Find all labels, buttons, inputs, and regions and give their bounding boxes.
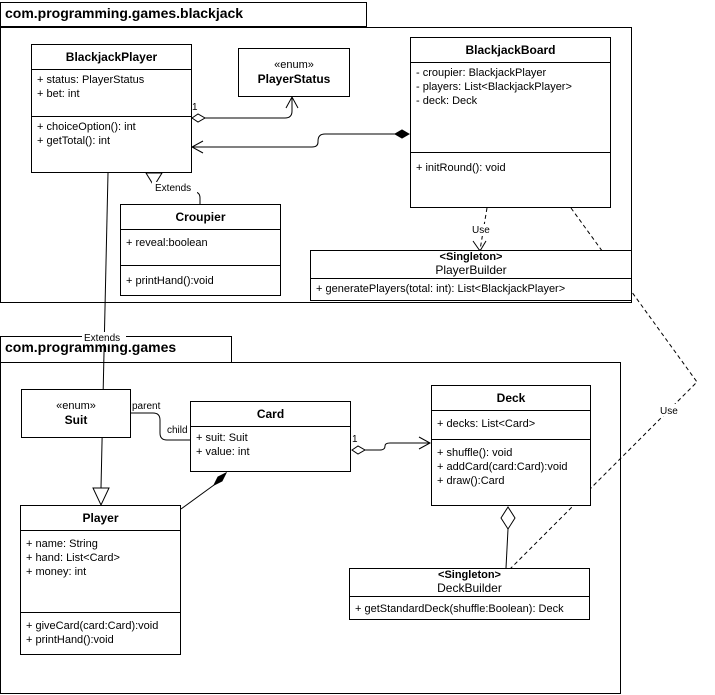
extends-croupier-label: Extends <box>155 183 191 194</box>
methods-section: + giveCard(card:Card):void + printHand()… <box>21 613 180 650</box>
methods-section: + initRound(): void <box>411 153 610 178</box>
class-title: Card <box>191 402 350 427</box>
attribute-row: + bet: int <box>37 88 80 100</box>
aggregation-player-status <box>205 98 293 119</box>
multiplicity-status: 1 <box>192 102 198 113</box>
method-row: + getStandardDeck(shuffle:Boolean): Deck <box>355 603 564 615</box>
method-row: + printHand():void <box>26 634 114 646</box>
methods-section: + getStandardDeck(shuffle:Boolean): Deck <box>350 597 589 619</box>
class-blackjack-player[interactable]: BlackjackPlayer + status: PlayerStatus +… <box>31 44 192 173</box>
aggregation-diamond-status <box>191 113 207 123</box>
class-player-builder[interactable]: <Singleton> PlayerBuilder + generatePlay… <box>310 250 632 301</box>
attributes-section: + reveal:boolean <box>121 230 280 266</box>
extends-player-label: Extends <box>84 333 120 344</box>
class-title: <Singleton> DeckBuilder <box>350 569 589 597</box>
class-name: PlayerBuilder <box>435 263 507 277</box>
package-name-blackjack: com.programming.games.blackjack <box>5 5 244 21</box>
composition-player-card <box>180 484 215 510</box>
enum-stereotype: «enum» <box>56 400 96 412</box>
attributes-section: + name: String + hand: List<Card> + mone… <box>21 531 180 613</box>
class-deck-builder[interactable]: <Singleton> DeckBuilder + getStandardDec… <box>349 568 590 620</box>
methods-section: + shuffle(): void + addCard(card:Card):v… <box>432 440 590 491</box>
method-row: + choiceOption(): int <box>37 121 136 133</box>
parent-label: parent <box>132 401 161 412</box>
class-croupier[interactable]: Croupier + reveal:boolean + printHand():… <box>120 204 281 296</box>
aggregation-card-deck <box>365 442 430 451</box>
generalization-player-line <box>100 172 109 489</box>
method-row: + draw():Card <box>437 475 505 487</box>
method-row: + generatePlayers(total: int): List<Blac… <box>316 283 566 295</box>
package-games <box>0 362 621 694</box>
class-name: DeckBuilder <box>437 581 502 595</box>
class-title: <Singleton> PlayerBuilder <box>311 251 631 279</box>
method-row: + addCard(card:Card):void <box>437 461 568 473</box>
enum-suit[interactable]: «enum» Suit <box>21 389 131 438</box>
class-blackjack-board[interactable]: BlackjackBoard - croupier: BlackjackPlay… <box>410 37 611 208</box>
attribute-row: - players: List<BlackjackPlayer> <box>416 81 572 93</box>
package-tab-blackjack: com.programming.games.blackjack <box>0 2 367 27</box>
class-title: BlackjackPlayer <box>32 45 191 70</box>
class-card[interactable]: Card + suit: Suit + value: int <box>190 401 351 472</box>
attributes-section: - croupier: BlackjackPlayer - players: L… <box>411 63 610 153</box>
composition-diamond-board[interactable] <box>393 129 411 139</box>
attribute-row: + status: PlayerStatus <box>37 74 145 86</box>
attribute-row: + suit: Suit <box>196 432 248 444</box>
class-deck[interactable]: Deck + decks: List<Card> + shuffle(): vo… <box>431 385 591 506</box>
class-title: Croupier <box>121 205 280 230</box>
aggregation-diamond-card <box>351 445 367 455</box>
method-row: + giveCard(card:Card):void <box>26 620 159 632</box>
arrowhead-card-deck <box>418 436 432 450</box>
multiplicity-deck: 1 <box>352 434 358 445</box>
extends-croupier-label-bg <box>152 182 197 194</box>
arrowhead-player-status <box>285 95 299 109</box>
enum-player-status[interactable]: «enum» PlayerStatus <box>238 48 350 97</box>
attribute-row: + name: String <box>26 538 98 550</box>
aggregation-deckbuilder-deck <box>505 528 509 569</box>
attributes-section: + suit: Suit + value: int <box>191 427 350 462</box>
enum-name: PlayerStatus <box>257 72 331 86</box>
enum-name: Suit <box>64 413 88 427</box>
method-row: + initRound(): void <box>416 162 506 174</box>
composition-diamond-card <box>212 471 228 487</box>
generalization-triangle-player <box>92 487 110 507</box>
class-title: BlackjackBoard <box>411 38 610 63</box>
enum-stereotype: «enum» <box>274 59 314 71</box>
attribute-row: - croupier: BlackjackPlayer <box>416 67 547 79</box>
attribute-row: + hand: List<Card> <box>26 552 120 564</box>
attribute-row: + value: int <box>196 446 250 458</box>
class-stereotype: <Singleton> <box>439 251 503 263</box>
extends-player-label-bg <box>82 332 126 344</box>
class-stereotype: <Singleton> <box>438 569 501 581</box>
use-player-builder-label: Use <box>472 225 490 236</box>
package-blackjack <box>0 27 632 303</box>
use-deck-builder-label-bg <box>656 404 682 416</box>
attribute-row: + money: int <box>26 566 87 578</box>
attributes-section: + decks: List<Card> <box>432 411 590 440</box>
attribute-row: + decks: List<Card> <box>437 418 536 430</box>
generalization-triangle-croupier <box>145 172 163 187</box>
child-label: child <box>167 425 188 436</box>
method-row: + shuffle(): void <box>437 447 513 459</box>
package-name-games: com.programming.games <box>5 339 177 355</box>
arrowhead-board-player <box>190 140 204 154</box>
class-title: Player <box>21 506 180 531</box>
attribute-row: + reveal:boolean <box>126 237 208 249</box>
methods-section: + choiceOption(): int + getTotal(): int <box>32 117 191 151</box>
methods-section: + generatePlayers(total: int): List<Blac… <box>311 279 631 299</box>
composition-board-player <box>192 133 395 148</box>
method-row: + getTotal(): int <box>37 135 111 147</box>
methods-section: + printHand():void <box>121 266 280 291</box>
use-deck-builder-label: Use <box>660 406 678 417</box>
class-player[interactable]: Player + name: String + hand: List<Card>… <box>20 505 181 655</box>
class-title: Deck <box>432 386 590 411</box>
association-suit-card <box>130 412 190 441</box>
attribute-row: - deck: Deck <box>416 95 478 107</box>
attributes-section: + status: PlayerStatus + bet: int <box>32 70 191 117</box>
use-player-builder-label-bg <box>470 224 492 236</box>
method-row: + printHand():void <box>126 275 214 287</box>
aggregation-diamond-deck <box>500 506 516 530</box>
